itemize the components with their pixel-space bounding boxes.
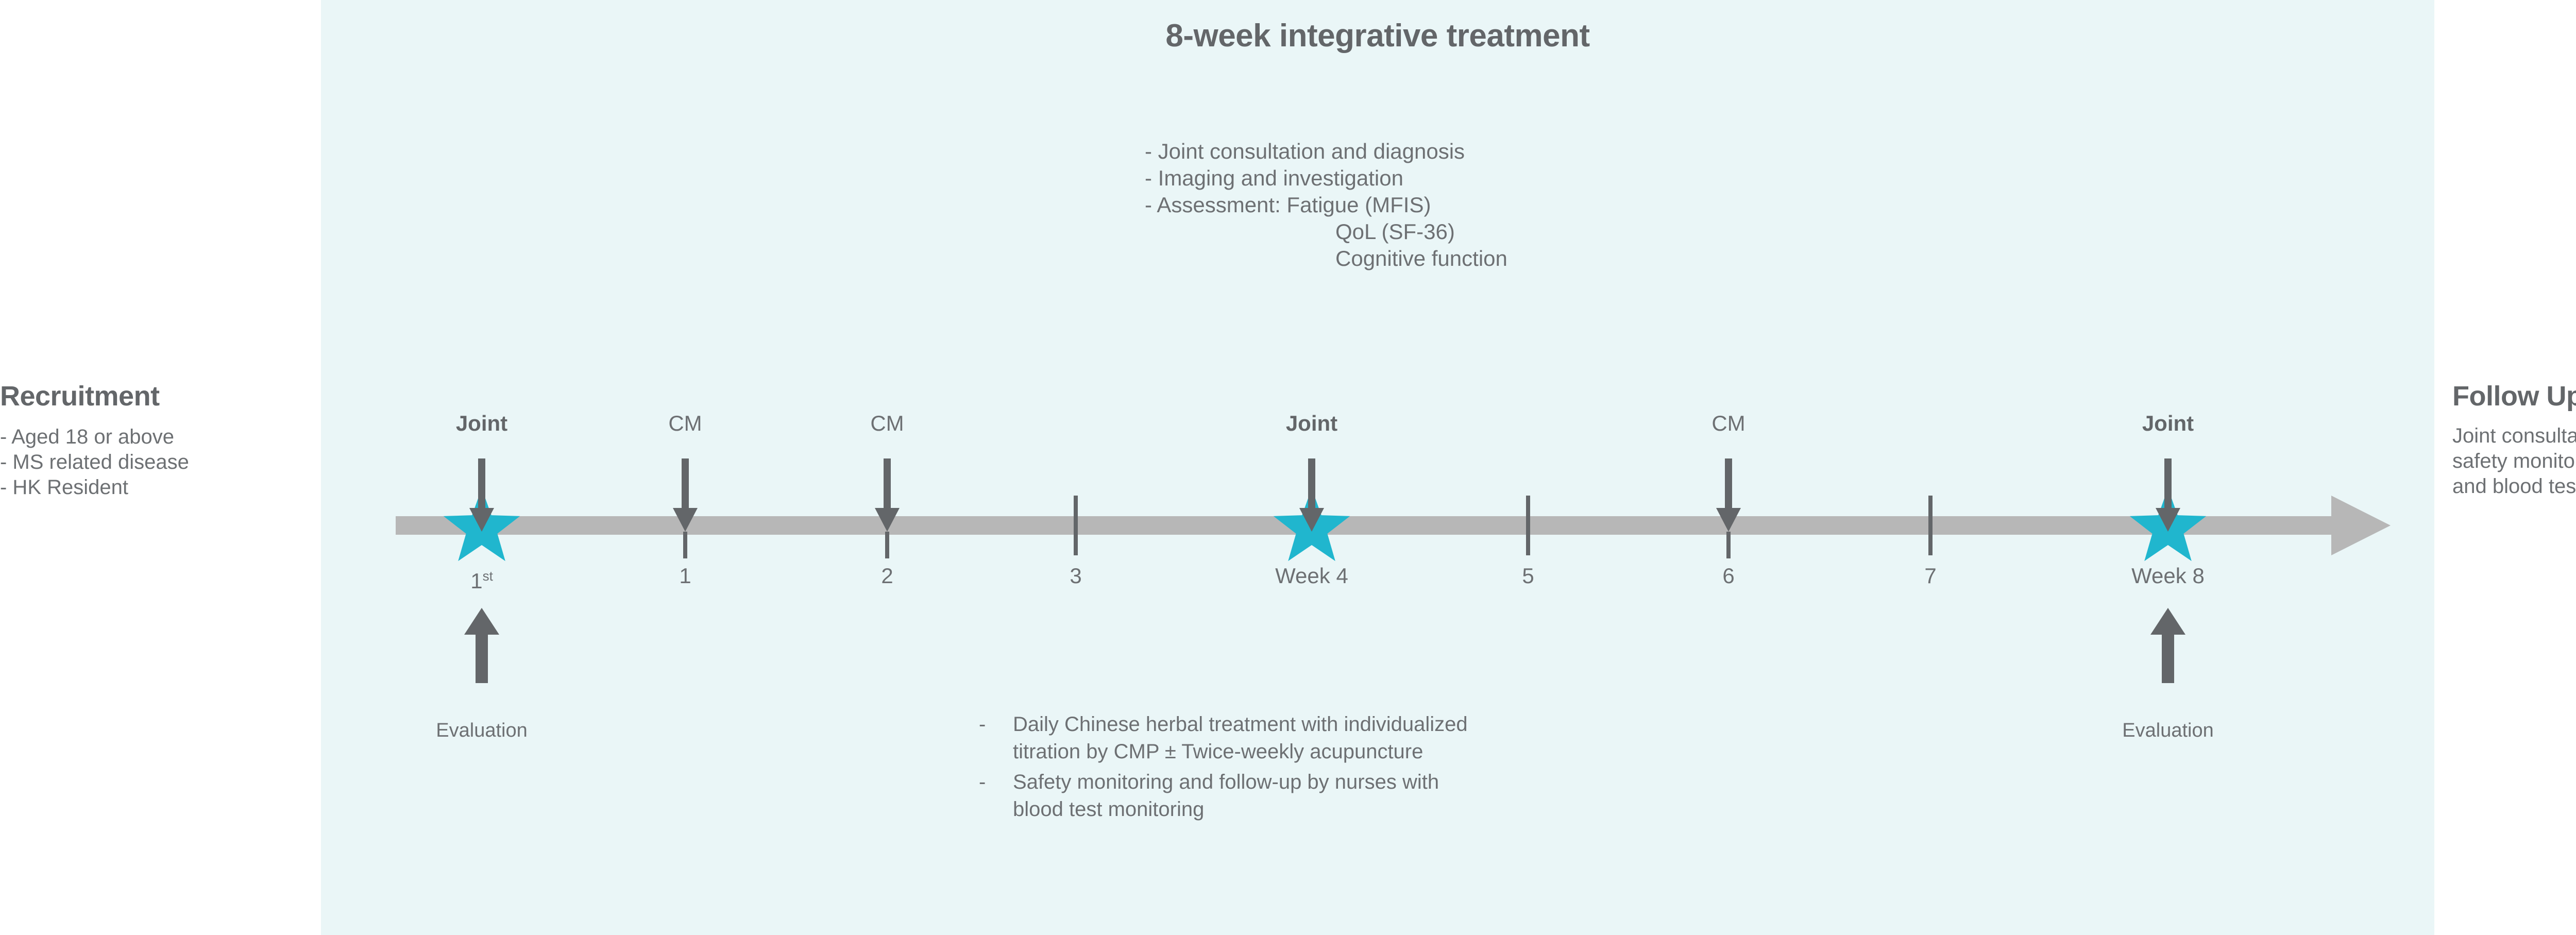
- recruitment-criterion: - MS related disease: [0, 451, 189, 473]
- followup-line: and blood tests: [2452, 475, 2576, 498]
- assessment-line: - Imaging and investigation: [1145, 166, 1403, 190]
- timeline-top-label-week6: CM: [1711, 411, 1745, 435]
- timeline-bottom-label-week1st: 1st: [353, 563, 611, 594]
- treatment-note-line: Daily Chinese herbal treatment with indi…: [1013, 713, 1468, 736]
- followup-line: safety monitoring: [2452, 450, 2576, 472]
- evaluation-caption-eval-end: Evaluation: [2122, 720, 2214, 741]
- treatment-note-line: titration by CMP ± Twice-weekly acupunct…: [1013, 740, 1423, 763]
- assessment-line: QoL (SF-36): [1335, 219, 1455, 244]
- recruitment-criterion: - HK Resident: [0, 476, 128, 499]
- assessment-list: - Joint consultation and diagnosis - Imag…: [1145, 138, 1507, 272]
- recruitment-criteria-list: - Aged 18 or above - MS related disease - …: [0, 424, 309, 500]
- timeline-top-label-week1st: Joint: [455, 411, 508, 435]
- recruitment-criterion: - Aged 18 or above: [0, 426, 175, 448]
- recruitment-block: Recruitment - Aged 18 or above - MS relat…: [0, 381, 309, 500]
- assessment-line: Cognitive function: [1335, 246, 1507, 270]
- timeline-bottom-label-week3: 3: [1070, 564, 1082, 588]
- timeline-top-label-week2: CM: [870, 411, 904, 435]
- timeline-bottom-label-week7: 7: [1924, 564, 1937, 588]
- followup-block: Follow Up Joint consultations, safety mon…: [2452, 381, 2576, 499]
- page-title: 8-week integrative treatment: [1165, 18, 1590, 54]
- treatment-note-line: blood test monitoring: [1013, 798, 1205, 821]
- timeline-top-label-week1: CM: [668, 411, 702, 435]
- treatment-note-line: Safety monitoring and follow-up by nurse…: [1013, 771, 1439, 793]
- recruitment-title: Recruitment: [0, 381, 160, 412]
- timeline-top-label-week8: Joint: [2142, 411, 2194, 435]
- assessment-line: - Assessment: Fatigue (MFIS): [1145, 193, 1431, 217]
- timeline-bottom-label-week4: Week 4: [1275, 564, 1348, 588]
- timeline-bottom-label-week6: 6: [1722, 564, 1735, 588]
- bullet-dash-icon: -: [979, 771, 986, 793]
- treatment-note-text: Daily Chinese herbal treatment with indi…: [1013, 711, 1468, 766]
- timeline-bottom-label-week5: 5: [1522, 564, 1534, 588]
- ordinal-base: 1: [470, 569, 483, 593]
- treatment-notes: - Daily Chinese herbal treatment with ind…: [979, 711, 1803, 826]
- followup-title: Follow Up: [2452, 381, 2576, 412]
- timeline-bottom-label-week2: 2: [881, 564, 893, 588]
- followup-description: Joint consultations, safety monitoring and…: [2452, 423, 2576, 499]
- ordinal-suffix: st: [482, 568, 493, 584]
- assessment-line: - Joint consultation and diagnosis: [1145, 139, 1465, 163]
- timeline-bottom-label-week1: 1: [679, 564, 691, 588]
- followup-line: Joint consultations,: [2452, 424, 2576, 447]
- timeline-top-label-week4: Joint: [1285, 411, 1338, 435]
- treatment-note-text: Safety monitoring and follow-up by nurse…: [1013, 769, 1439, 823]
- bullet-dash-icon: -: [979, 713, 986, 736]
- timeline-bottom-label-week8: Week 8: [2131, 564, 2205, 588]
- treatment-note-item: - Daily Chinese herbal treatment with ind…: [979, 711, 1803, 766]
- evaluation-caption-eval-start: Evaluation: [436, 720, 528, 741]
- treatment-note-item: - Safety monitoring and follow-up by nurs…: [979, 769, 1803, 823]
